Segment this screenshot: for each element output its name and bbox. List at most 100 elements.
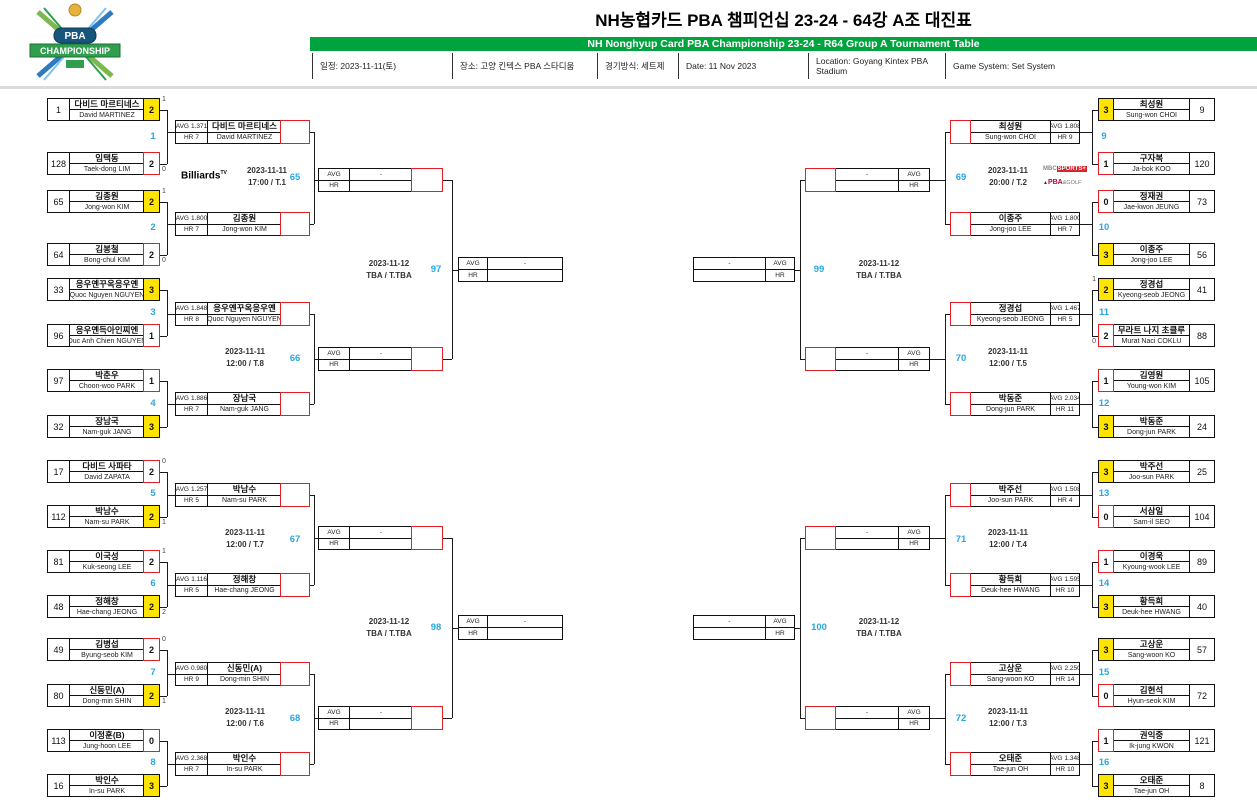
player-seed-cell: 65 <box>47 190 70 213</box>
info-divider <box>678 53 679 79</box>
player-score: 3 <box>1103 466 1109 477</box>
avg-label: AVG <box>176 214 189 222</box>
player-name-cell: 신동민(A)Dong-min SHIN <box>69 684 145 707</box>
info-divider <box>597 53 598 79</box>
hr-label: HR <box>183 587 194 595</box>
avg-value-placeholder: - <box>865 349 869 357</box>
player-score: 0 <box>1103 196 1109 207</box>
hr-value: 5 <box>1068 316 1073 324</box>
tiebreak-score: 2 <box>162 609 166 616</box>
advancer-score-cell <box>280 120 310 144</box>
bracket-line <box>1092 289 1093 336</box>
advancer-name-ko: 응우옌꾸옥응우옌 <box>213 303 276 314</box>
bracket-line <box>443 718 452 719</box>
bracket-line <box>160 201 167 203</box>
player-score-cell: 3 <box>1098 243 1114 266</box>
advancer-name-ko: 최성원 <box>998 121 1023 132</box>
bracket-line <box>310 585 314 586</box>
bracket-line <box>314 674 315 764</box>
info-format: 경기방식: 세트제 <box>605 61 665 71</box>
avg-label: AVG <box>1051 214 1063 222</box>
hr-value: 9 <box>1068 134 1073 142</box>
info-venue: 장소: 고양 킨텍스 PBA 스타디움 <box>460 61 575 71</box>
player-seed: 25 <box>1196 466 1207 477</box>
avg-label: AVG <box>176 664 189 672</box>
avg-value: 1.595 <box>1064 575 1079 583</box>
match-time: TBA / T.TBA <box>856 270 902 280</box>
tiebreak-score: 1 <box>162 698 166 705</box>
player-score-cell: 1 <box>1098 152 1114 175</box>
match-date: 2023-11-11 <box>987 707 1029 716</box>
advancer-name-en: Tae-jun OH <box>992 766 1029 774</box>
player-seed-cell: 41 <box>1189 278 1215 301</box>
match-number: 9 <box>1101 130 1107 142</box>
player-score: 2 <box>148 249 154 260</box>
player-score-cell: 3 <box>1098 638 1114 661</box>
player-name-en: Dong-jun PARK <box>1127 428 1176 436</box>
mbc-text: MBC <box>1043 166 1057 172</box>
bracket-line <box>1080 495 1092 496</box>
advancer-name-en: Kyeong-seob JEONG <box>976 316 1045 324</box>
match-number: 65 <box>289 172 301 183</box>
bracket-line <box>945 132 950 133</box>
player-name-ko: 서삼일 <box>1139 506 1164 516</box>
player-name-en: David ZAPATA <box>84 473 130 481</box>
player-name-ko: 신동민(A) <box>89 685 125 695</box>
match-date: 2023-11-11 <box>224 347 266 356</box>
hr-value: 8 <box>195 316 199 324</box>
player-name-ko: 박주선 <box>1139 461 1164 471</box>
player-score-cell: 2 <box>143 243 160 266</box>
mbc-sports-text: SPORTS+ <box>1057 166 1086 172</box>
tiebreak-score: 1 <box>162 519 166 526</box>
advancer-score-cell <box>280 573 310 597</box>
tiebreak-score: 1 <box>162 96 166 103</box>
player-name-ko: 이종주 <box>1139 244 1164 254</box>
player-seed: 65 <box>53 196 64 207</box>
bracket-line <box>1092 471 1098 473</box>
player-name-en: Sang-woon KO <box>1127 651 1176 659</box>
player-score-cell: 3 <box>1098 595 1114 618</box>
player-score: 2 <box>148 644 154 655</box>
avg-label: AVG <box>1051 304 1063 312</box>
tv-logo-billiards: BilliardsTV <box>181 170 227 181</box>
advancer-name-en: Sang-woon KO <box>986 676 1035 684</box>
bracket-line <box>167 314 175 315</box>
player-seed-cell: 32 <box>47 415 70 438</box>
avg-value: 2.250 <box>1064 664 1079 672</box>
avg-label: AVG <box>176 754 189 762</box>
placeholder-score-cell <box>411 168 443 192</box>
hr-label: HR <box>1057 497 1067 505</box>
avg-value: 1.508 <box>1064 485 1079 493</box>
player-name-en: Tae-jun OH <box>1133 787 1170 795</box>
bracket-line <box>1080 674 1092 675</box>
placeholder-score-cell <box>411 706 443 730</box>
bracket-line <box>160 516 167 518</box>
player-score: 3 <box>148 780 154 791</box>
bracket-line <box>945 674 946 764</box>
player-seed-cell: 8 <box>1189 774 1215 797</box>
player-name-ko: 박춘우 <box>95 370 119 380</box>
advancer-score-cell <box>280 662 310 686</box>
player-name-en: Taek-dong LIM <box>83 165 131 173</box>
avg-label: AVG <box>907 708 921 716</box>
bracket-line <box>310 674 314 675</box>
avg-label: AVG <box>176 122 189 130</box>
bracket-line <box>160 606 167 608</box>
player-seed-cell: 73 <box>1189 190 1215 213</box>
player-name-ko: 이정훈(B) <box>89 730 125 740</box>
match-date: 2023-11-12 <box>368 258 410 268</box>
player-score-cell: 1 <box>143 324 160 347</box>
